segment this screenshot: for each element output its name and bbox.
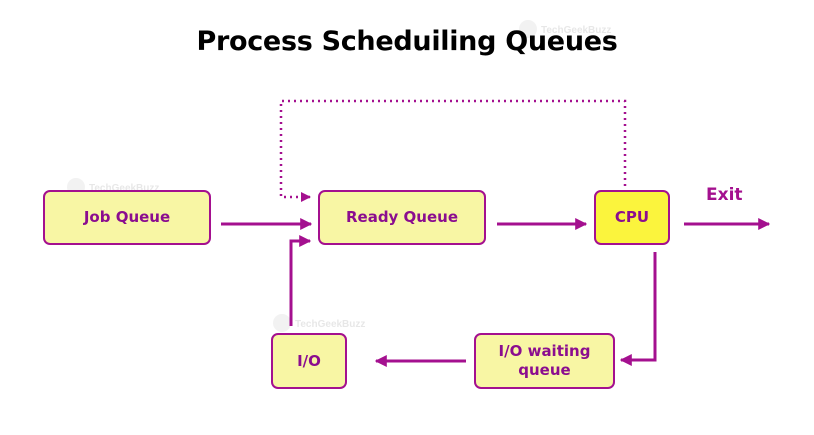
watermark-text: TechGeekBuzz — [541, 25, 612, 36]
io-label: I/O — [297, 351, 321, 370]
io-waiting-queue-box: I/O waiting queue — [474, 333, 615, 389]
cpu-box: CPU — [594, 190, 670, 245]
arrow-cpu-to-ready-dotted — [279, 99, 627, 202]
watermark-logo-icon — [519, 20, 537, 38]
ready-queue-label: Ready Queue — [345, 208, 459, 226]
io-waiting-label-line2: queue — [518, 361, 571, 379]
job-queue-box: Job Queue — [43, 190, 211, 245]
diagram-title: Process Scheduiling Queues — [196, 26, 618, 57]
watermark-text: TechGeekBuzz — [295, 319, 366, 330]
cpu-label: CPU — [614, 208, 650, 226]
ready-queue-box: Ready Queue — [318, 190, 486, 245]
io-box: I/O — [271, 333, 347, 389]
exit-label: Exit — [706, 185, 743, 205]
watermark-text: TechGeekBuzz — [89, 183, 160, 194]
job-queue-label: Job Queue — [83, 208, 171, 226]
arrow-io-to-ready — [289, 235, 312, 326]
watermark-logo-icon — [273, 314, 291, 332]
io-waiting-label-line1: I/O waiting — [498, 342, 591, 360]
arrow-cpu-to-io-waiting — [619, 252, 657, 366]
